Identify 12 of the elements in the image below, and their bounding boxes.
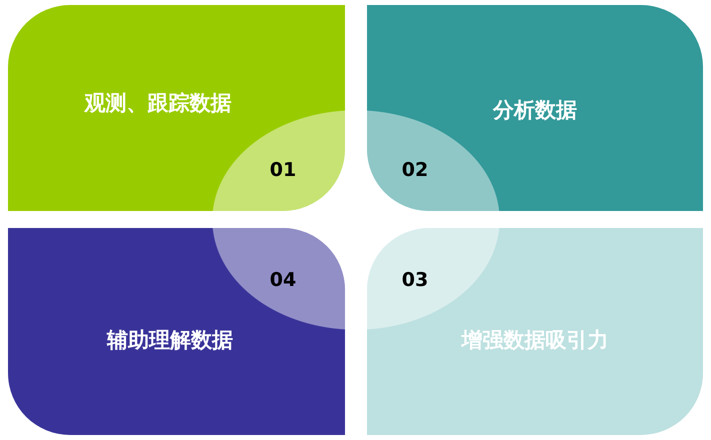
quadrant-heading: 分析数据 xyxy=(493,97,577,124)
quadrant-panel xyxy=(367,5,703,211)
quadrant-panel xyxy=(8,5,345,211)
quadrant-heading: 辅助理解数据 xyxy=(107,327,233,354)
step-number: 04 xyxy=(270,269,296,291)
quadrant-panel xyxy=(367,228,703,435)
quadrant-panel xyxy=(8,228,345,435)
step-number: 02 xyxy=(402,159,428,181)
quadrant-heading: 增强数据吸引力 xyxy=(462,327,608,354)
step-number: 01 xyxy=(270,159,296,181)
quadrant-heading: 观测、跟踪数据 xyxy=(84,90,232,117)
step-number: 03 xyxy=(402,269,428,291)
